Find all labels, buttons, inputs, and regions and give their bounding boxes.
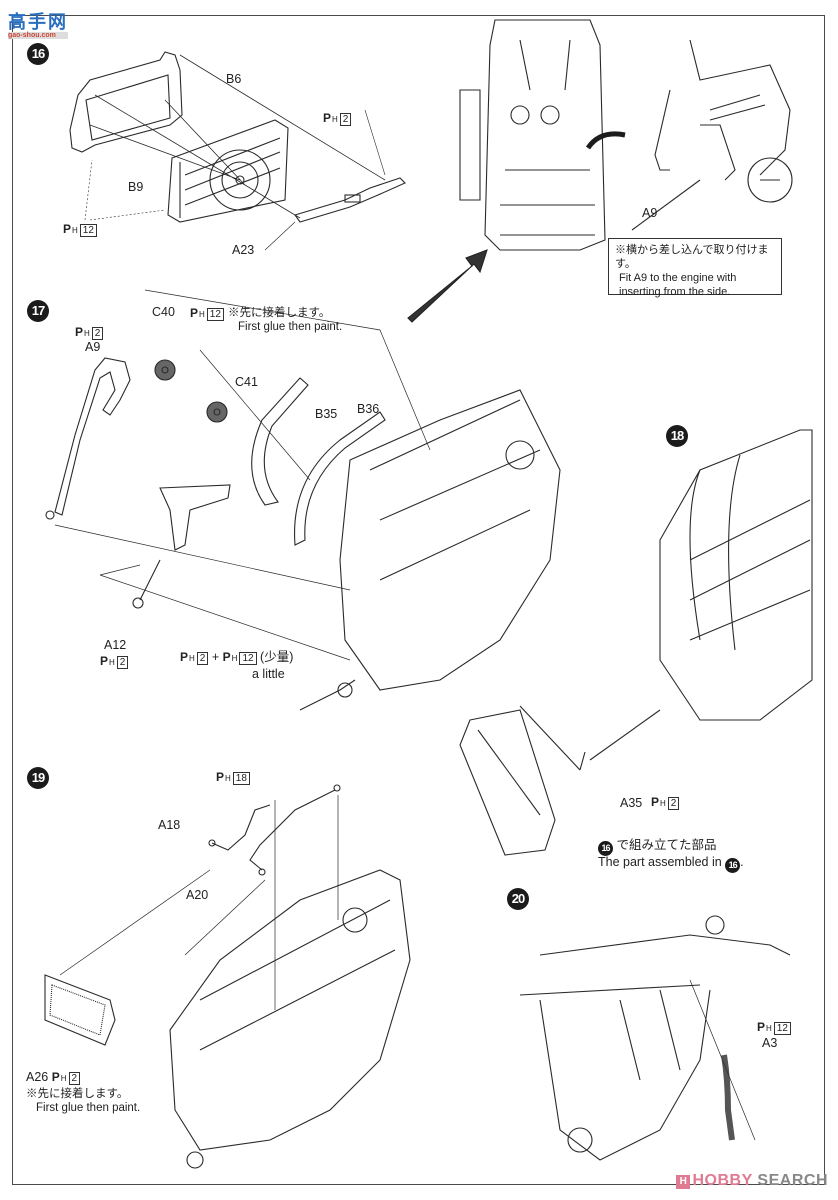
hose-b36-illustration	[293, 411, 386, 546]
bracket-a9-illustration	[45, 357, 131, 520]
callout-en-1: Fit A9 to the engine with	[619, 272, 737, 284]
step-20-badge: 20	[507, 888, 529, 910]
part-label-a12: A12	[104, 638, 127, 652]
part-label-a20: A20	[186, 888, 209, 902]
pipe-a20-illustration	[249, 784, 341, 876]
note-en-19: First glue then paint.	[36, 1102, 141, 1114]
pipe-a18-illustration	[208, 804, 271, 851]
part-label-b36: B36	[357, 402, 380, 416]
oil-cooler-a26-illustration	[44, 974, 116, 1046]
part-label-b6: B6	[226, 72, 242, 86]
engine-side-view-illustration	[631, 39, 793, 231]
paint-mix-note-en: a little	[252, 667, 285, 681]
assembled-ref-jp: 16 で組み立てた部品	[598, 838, 717, 856]
note-glue-first-19: ※先に接着します。 First glue then paint.	[26, 1087, 140, 1115]
part-label-c41: C41	[235, 375, 258, 389]
hose-b35-illustration	[251, 377, 309, 506]
note-en: First glue then paint.	[238, 321, 343, 333]
callout-en-2: inserting from the side.	[619, 286, 731, 298]
pipe-a23-illustration	[294, 177, 406, 223]
hobby-search-logo-icon: H	[676, 1175, 691, 1189]
note-jp: ※先に接着します。	[228, 307, 331, 319]
part-label-a3: A3	[762, 1036, 778, 1050]
engine-step18-illustration	[659, 429, 813, 721]
engine-step19-illustration	[169, 869, 411, 1169]
note-jp-19: ※先に接着します。	[26, 1088, 129, 1100]
step-17-badge: 17	[27, 300, 49, 322]
part-label-c40: C40	[152, 305, 175, 319]
step-18-badge: 18	[666, 425, 688, 447]
step-16-ref-badge-en: 16	[725, 858, 741, 873]
radiator-assembly-step18-illustration	[459, 705, 661, 856]
part-label-a18: A18	[158, 818, 181, 832]
logo-url: gao-shou.com	[8, 32, 68, 39]
part-label-b35: B35	[315, 407, 338, 421]
part-label-a9: A9	[85, 340, 101, 354]
callout-jp: ※横から差し込んで取り付けます。	[615, 244, 769, 270]
frame-step20-illustration	[519, 915, 791, 1161]
part-label-a35: A35	[620, 796, 643, 810]
inset-callout-box: ※横から差し込んで取り付けます。 Fit A9 to the engine wi…	[608, 238, 782, 298]
gear-c40-illustration	[154, 359, 176, 381]
logo-text: 高手网	[8, 12, 68, 32]
step-16-badge: 16	[27, 43, 49, 65]
assembled-ref-en: The part assembled in 16.	[598, 855, 744, 873]
part-label-a23: A23	[232, 243, 255, 257]
engine-step17-illustration	[299, 389, 561, 711]
part-label-a9-inset: A9	[642, 206, 658, 220]
radiator-b9-illustration	[167, 119, 289, 223]
hose-a3-illustration	[721, 1054, 735, 1141]
part-label-b9: B9	[128, 180, 144, 194]
engine-front-view-illustration	[459, 19, 606, 251]
radiator-bracket-b6-illustration	[69, 51, 183, 153]
gao-shou-logo: 高手网 gao-shou.com	[8, 8, 68, 39]
page-frame	[12, 15, 825, 1185]
bracket-a12-illustration	[132, 484, 231, 609]
note-glue-first: ※先に接着します。 First glue then paint.	[228, 306, 342, 334]
step-16-ref-badge: 16	[598, 841, 613, 856]
gear-c41-illustration	[206, 401, 228, 423]
step-19-badge: 19	[27, 767, 49, 789]
